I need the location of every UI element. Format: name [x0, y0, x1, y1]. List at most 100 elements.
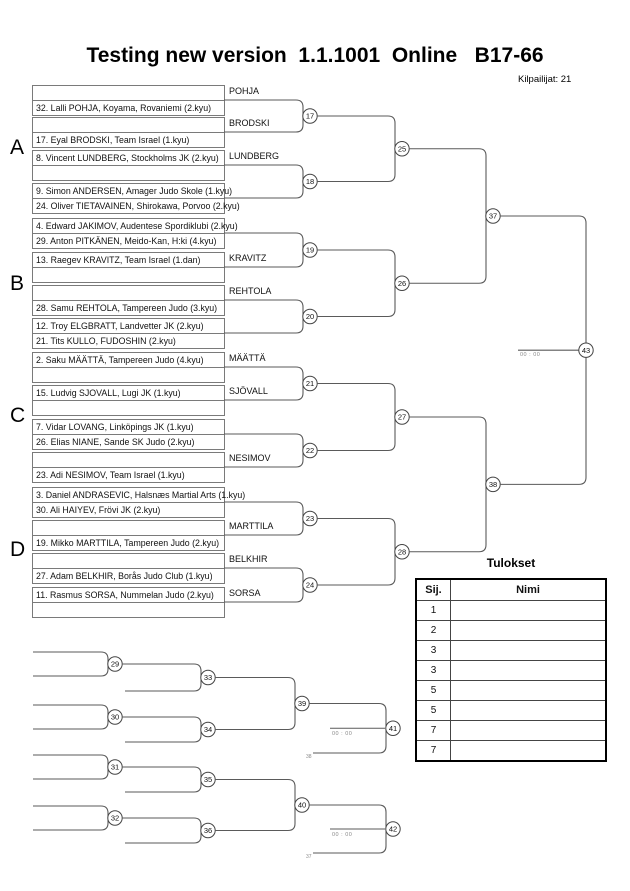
match-circle-41[interactable]: 41 — [385, 720, 401, 736]
loser-ref-label: 37 — [306, 854, 312, 860]
match-circle-29[interactable]: 29 — [107, 656, 123, 672]
bracket-line — [224, 450, 304, 468]
match-circle-33[interactable]: 33 — [200, 669, 216, 686]
competitor-slot[interactable] — [32, 165, 225, 181]
bracket-line — [125, 729, 202, 743]
match-circle-20[interactable]: 20 — [302, 308, 318, 325]
match-circle-27[interactable]: 27 — [394, 409, 410, 425]
competitor-slot[interactable]: 23. Adi NESIMOV, Team Israel (1.kyu) — [32, 467, 225, 483]
bracket-line — [409, 416, 487, 485]
competitor-slot[interactable] — [32, 602, 225, 618]
bracket-line — [500, 215, 587, 351]
bracket-line — [122, 716, 202, 730]
bracket-line — [309, 804, 387, 829]
match-circle-28[interactable]: 28 — [394, 544, 410, 560]
competitor-slot[interactable] — [32, 267, 225, 283]
advancer-label: MARTTILA — [229, 521, 274, 531]
competitor-slot[interactable]: 29. Anton PITKÄNEN, Meido-Kan, H:ki (4.k… — [32, 233, 225, 249]
svg-text:32: 32 — [111, 814, 119, 823]
match-circle-22[interactable]: 22 — [302, 442, 318, 459]
bracket-line — [224, 366, 304, 384]
pool-letter-a: A — [10, 136, 25, 159]
match-circle-18[interactable]: 18 — [302, 173, 318, 190]
match-circle-39[interactable]: 39 — [294, 695, 310, 712]
results-row: 5 — [415, 700, 607, 721]
advancer-label: BELKHIR — [229, 554, 268, 564]
pool-letter-d: D — [10, 538, 26, 561]
match-circle-43[interactable]: 43 — [578, 342, 594, 358]
bracket-line — [125, 779, 202, 793]
competitor-slot[interactable]: 32. Lalli POHJA, Koyama, Rovaniemi (2.ky… — [32, 100, 225, 116]
bracket-line — [224, 232, 304, 250]
match-circle-17[interactable]: 17 — [302, 108, 318, 124]
bracket-line — [33, 717, 109, 730]
match-circle-34[interactable]: 34 — [200, 721, 216, 738]
competitor-slot[interactable] — [32, 367, 225, 383]
competitor-slot[interactable]: 30. Ali HAIYEV, Frövi JK (2.kyu) — [32, 502, 225, 518]
match-circle-19[interactable]: 19 — [302, 242, 318, 258]
bracket-line — [317, 517, 396, 552]
bracket-line — [122, 766, 202, 780]
competitor-slot[interactable] — [32, 400, 225, 416]
match-circle-37[interactable]: 37 — [485, 208, 501, 224]
bracket-line — [309, 702, 387, 729]
bracket-line — [33, 664, 109, 677]
match-circle-40[interactable]: 40 — [294, 797, 310, 813]
match-time: 00 : 00 — [332, 731, 353, 738]
results-row: 1 — [415, 600, 607, 621]
bracket-line — [125, 830, 202, 844]
match-circle-21[interactable]: 21 — [302, 375, 318, 392]
bracket-line — [224, 316, 304, 334]
svg-text:20: 20 — [306, 312, 314, 321]
bracket-line — [224, 567, 304, 585]
bracket-line — [313, 829, 387, 854]
bracket-line — [224, 433, 304, 451]
competitor-slot[interactable]: 24. Oliver TIETAVAINEN, Shirokawa, Porvo… — [32, 198, 240, 214]
svg-text:18: 18 — [306, 177, 314, 186]
advancer-label: NESIMOV — [229, 453, 271, 463]
match-circle-30[interactable]: 30 — [107, 709, 123, 725]
bracket-line — [313, 728, 387, 754]
result-name — [450, 720, 607, 741]
match-circle-31[interactable]: 31 — [107, 759, 123, 775]
match-circle-35[interactable]: 35 — [200, 771, 216, 788]
bracket-line — [215, 703, 296, 731]
advancer-label: KRAVITZ — [229, 253, 267, 263]
competitor-slot[interactable]: 27. Adam BELKHIR, Borås Judo Club (1.kyu… — [32, 568, 225, 584]
results-row: 7 — [415, 720, 607, 741]
bracket-line — [224, 99, 304, 116]
competitor-slot[interactable]: 19. Mikko MARTTILA, Tampereen Judo (2.ky… — [32, 535, 225, 551]
svg-text:36: 36 — [204, 826, 212, 835]
bracket-line — [215, 676, 296, 704]
svg-text:35: 35 — [204, 775, 212, 784]
match-circle-36[interactable]: 36 — [200, 822, 216, 839]
svg-text:39: 39 — [298, 699, 306, 708]
bracket-line — [317, 148, 396, 183]
result-name — [450, 740, 607, 762]
match-circle-38[interactable]: 38 — [485, 476, 501, 493]
match-circle-32[interactable]: 32 — [107, 810, 123, 826]
svg-text:31: 31 — [111, 763, 119, 772]
match-circle-42[interactable]: 42 — [385, 821, 401, 837]
competitor-slot[interactable]: 17. Eyal BRODSKI, Team Israel (1.kyu) — [32, 132, 225, 148]
advancer-label: MÄÄTTÄ — [229, 353, 266, 363]
svg-text:28: 28 — [398, 547, 406, 556]
competitor-slot[interactable]: 28. Samu REHTOLA, Tampereen Judo (3.kyu) — [32, 300, 225, 316]
advancer-label: SORSA — [229, 588, 261, 598]
svg-text:34: 34 — [204, 725, 212, 734]
competitor-slot[interactable]: 26. Elias NIANE, Sande SK Judo (2.kyu) — [32, 434, 225, 450]
pool-letter-c: C — [10, 404, 26, 427]
match-circle-26[interactable]: 26 — [394, 275, 410, 291]
match-circle-23[interactable]: 23 — [302, 510, 318, 527]
svg-text:27: 27 — [398, 413, 406, 422]
match-circle-25[interactable]: 25 — [394, 141, 410, 157]
bracket-line — [224, 181, 304, 199]
competitor-slot[interactable]: 21. Tits KULLO, FUDOSHIN (2.kyu) — [32, 333, 225, 349]
bracket-line — [33, 767, 109, 780]
bracket-line — [122, 663, 202, 678]
bracket-line — [224, 585, 304, 603]
match-circle-24[interactable]: 24 — [302, 577, 318, 593]
svg-text:38: 38 — [489, 480, 497, 489]
